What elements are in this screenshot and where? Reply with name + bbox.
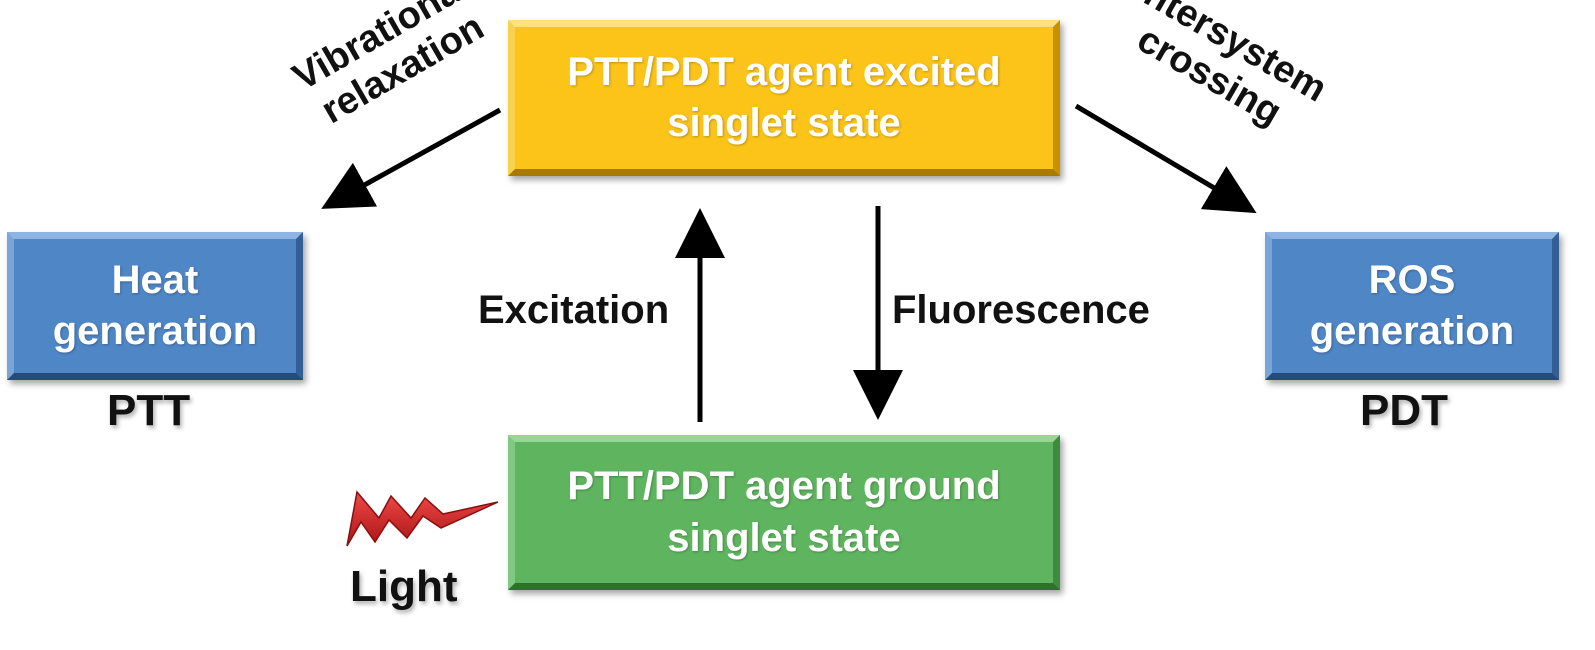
ptt-label: PTT xyxy=(107,386,191,435)
heat-box-line2: generation xyxy=(52,309,258,353)
vibrational-relaxation-arrow xyxy=(321,107,502,209)
heat-generation-box: Heat generation xyxy=(7,232,303,380)
lightning-bolt-icon xyxy=(346,490,499,547)
heat-box-line1: Heat xyxy=(111,257,199,302)
excited-box-line1: PTT/PDT agent excited xyxy=(567,49,1001,94)
excited-box-line2: singlet state xyxy=(667,101,901,145)
excitation-label: Excitation xyxy=(478,288,670,332)
ros-box-line1: ROS xyxy=(1368,257,1456,302)
intersystem-crossing-arrow xyxy=(1074,103,1257,214)
ground-box-line1: PTT/PDT agent ground xyxy=(567,464,1001,509)
excited-singlet-state-box: PTT/PDT agent excited singlet state xyxy=(508,20,1060,176)
ground-singlet-state-box: PTT/PDT agent ground singlet state xyxy=(508,435,1060,590)
ros-box-line2: generation xyxy=(1309,309,1515,353)
fluorescence-label: Fluorescence xyxy=(892,288,1150,332)
light-label: Light xyxy=(350,562,458,611)
ground-box-line2: singlet state xyxy=(667,515,901,560)
pdt-label: PDT xyxy=(1360,386,1448,435)
ros-generation-box: ROS generation xyxy=(1265,232,1559,380)
